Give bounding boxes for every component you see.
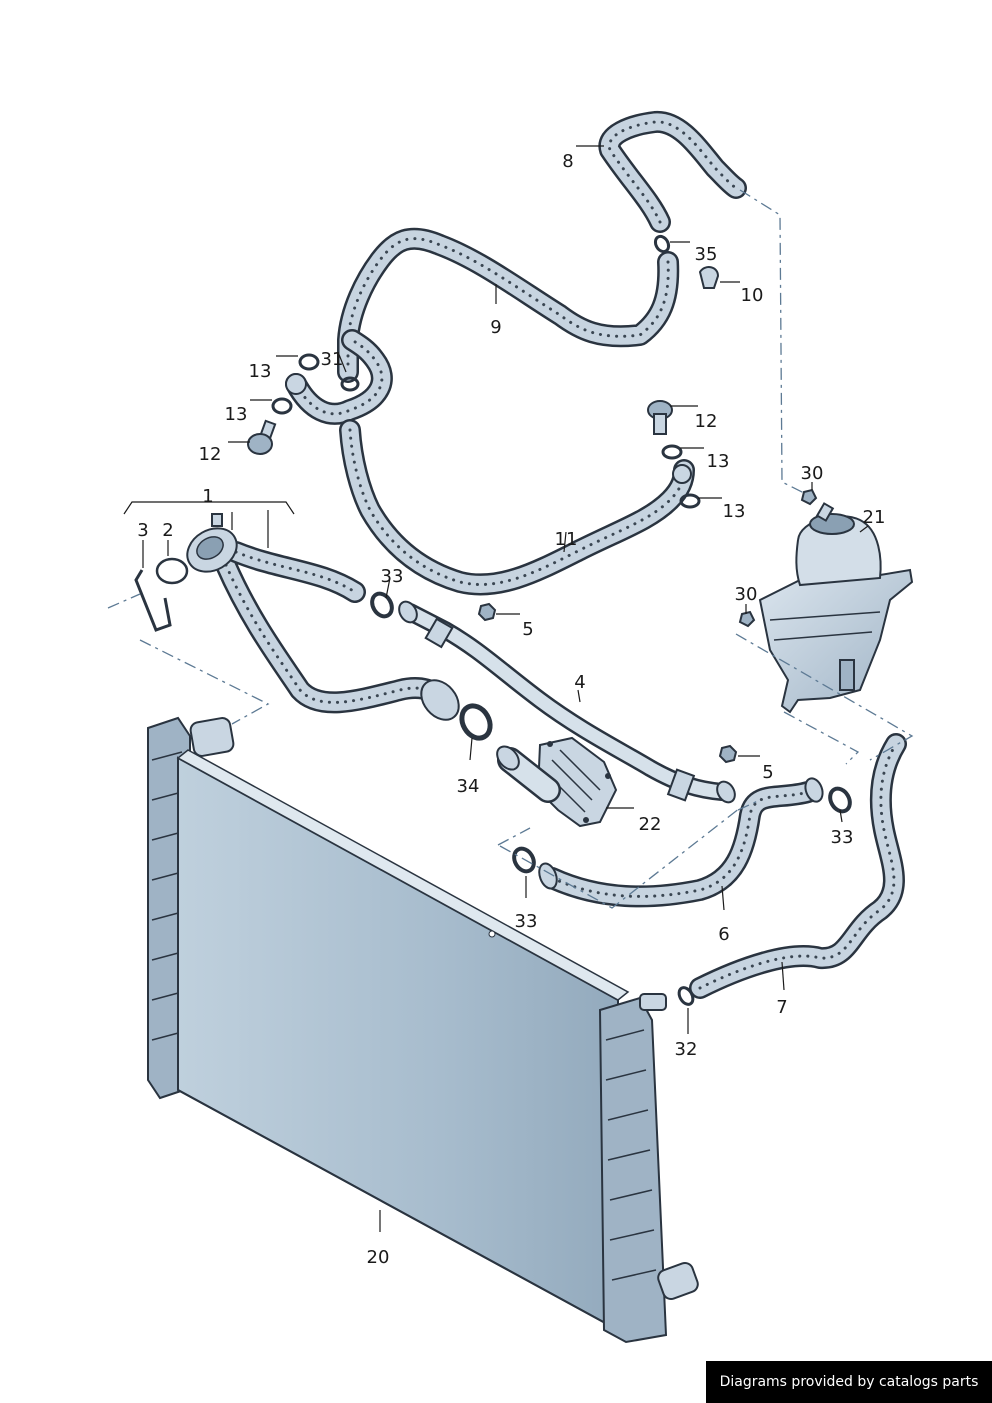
hose-holder-part	[698, 266, 720, 289]
nut-part	[477, 602, 497, 622]
hose-clamp-part	[677, 986, 695, 1006]
hose-clamp-part	[370, 591, 394, 619]
lower-coolant-hose-part	[538, 777, 824, 908]
label-part-13-a: 13	[249, 361, 272, 382]
label-part-7: 7	[776, 997, 787, 1018]
credit-footer: Diagrams provided by catalogs parts	[706, 1361, 992, 1403]
part-number-labels: 1 3 2 33 5 4 5 34 22 33 33 6 7 32 20 8 3…	[137, 151, 885, 1268]
label-part-34: 34	[457, 776, 480, 797]
label-part-1: 1	[202, 486, 213, 507]
credit-text: Diagrams provided by catalogs parts	[719, 1374, 979, 1390]
seal-ring-part	[271, 397, 293, 415]
leader-lines	[123, 145, 869, 1232]
coolant-pipe-part	[398, 600, 736, 804]
label-part-13-b: 13	[225, 404, 248, 425]
label-part-30-top: 30	[801, 463, 824, 484]
seal-ring-part	[679, 493, 701, 509]
hose-clamp-part	[828, 786, 852, 814]
connecting-hose-part	[285, 329, 393, 425]
tank-fitting-part	[800, 488, 818, 506]
bleed-hose-part	[339, 419, 695, 596]
label-part-32: 32	[675, 1039, 698, 1060]
label-part-8: 8	[562, 151, 573, 172]
label-part-4: 4	[574, 672, 585, 693]
expansion-tank-hose-part	[689, 733, 907, 999]
label-part-20: 20	[367, 1247, 390, 1268]
hose-clamp-part	[340, 376, 360, 392]
label-part-5-top: 5	[522, 619, 533, 640]
label-part-12-left: 12	[199, 444, 222, 465]
label-part-22: 22	[639, 814, 662, 835]
label-part-35: 35	[695, 244, 718, 265]
hose-clamp-part	[459, 703, 493, 741]
hose-clamp-part	[512, 846, 536, 874]
seal-ring-part	[661, 444, 683, 460]
label-part-10: 10	[741, 285, 764, 306]
thermostat-housing-part	[496, 736, 618, 828]
radiator-part	[147, 716, 699, 1344]
expansion-tank-part	[758, 502, 914, 714]
label-part-13-d: 13	[723, 501, 746, 522]
label-part-31: 31	[321, 349, 344, 370]
label-part-6: 6	[718, 924, 729, 945]
vent-hose-part	[598, 111, 747, 233]
label-part-12-right: 12	[695, 411, 718, 432]
hose-clamp-part	[653, 234, 671, 254]
label-part-30-bottom: 30	[735, 584, 758, 605]
label-part-3: 3	[137, 520, 148, 541]
banjo-bolt-part	[647, 400, 673, 435]
seal-ring-part	[298, 353, 320, 371]
retaining-clip-part	[134, 569, 172, 632]
vent-hose-part	[337, 227, 680, 383]
label-part-9: 9	[490, 317, 501, 338]
nut-part	[718, 744, 738, 764]
label-part-33-top: 33	[381, 566, 404, 587]
label-part-33-right: 33	[831, 827, 854, 848]
banjo-bolt-part	[247, 419, 277, 455]
label-part-33-bottom: 33	[515, 911, 538, 932]
tank-fitting-part	[738, 610, 756, 628]
label-part-2: 2	[162, 520, 173, 541]
label-part-21: 21	[863, 507, 886, 528]
upper-radiator-hose-part	[186, 513, 460, 721]
assembly-guide-lines	[107, 189, 914, 909]
label-part-13-c: 13	[707, 451, 730, 472]
o-ring-part	[155, 557, 189, 585]
label-part-5-bottom: 5	[762, 762, 773, 783]
label-part-11: 11	[555, 529, 578, 550]
